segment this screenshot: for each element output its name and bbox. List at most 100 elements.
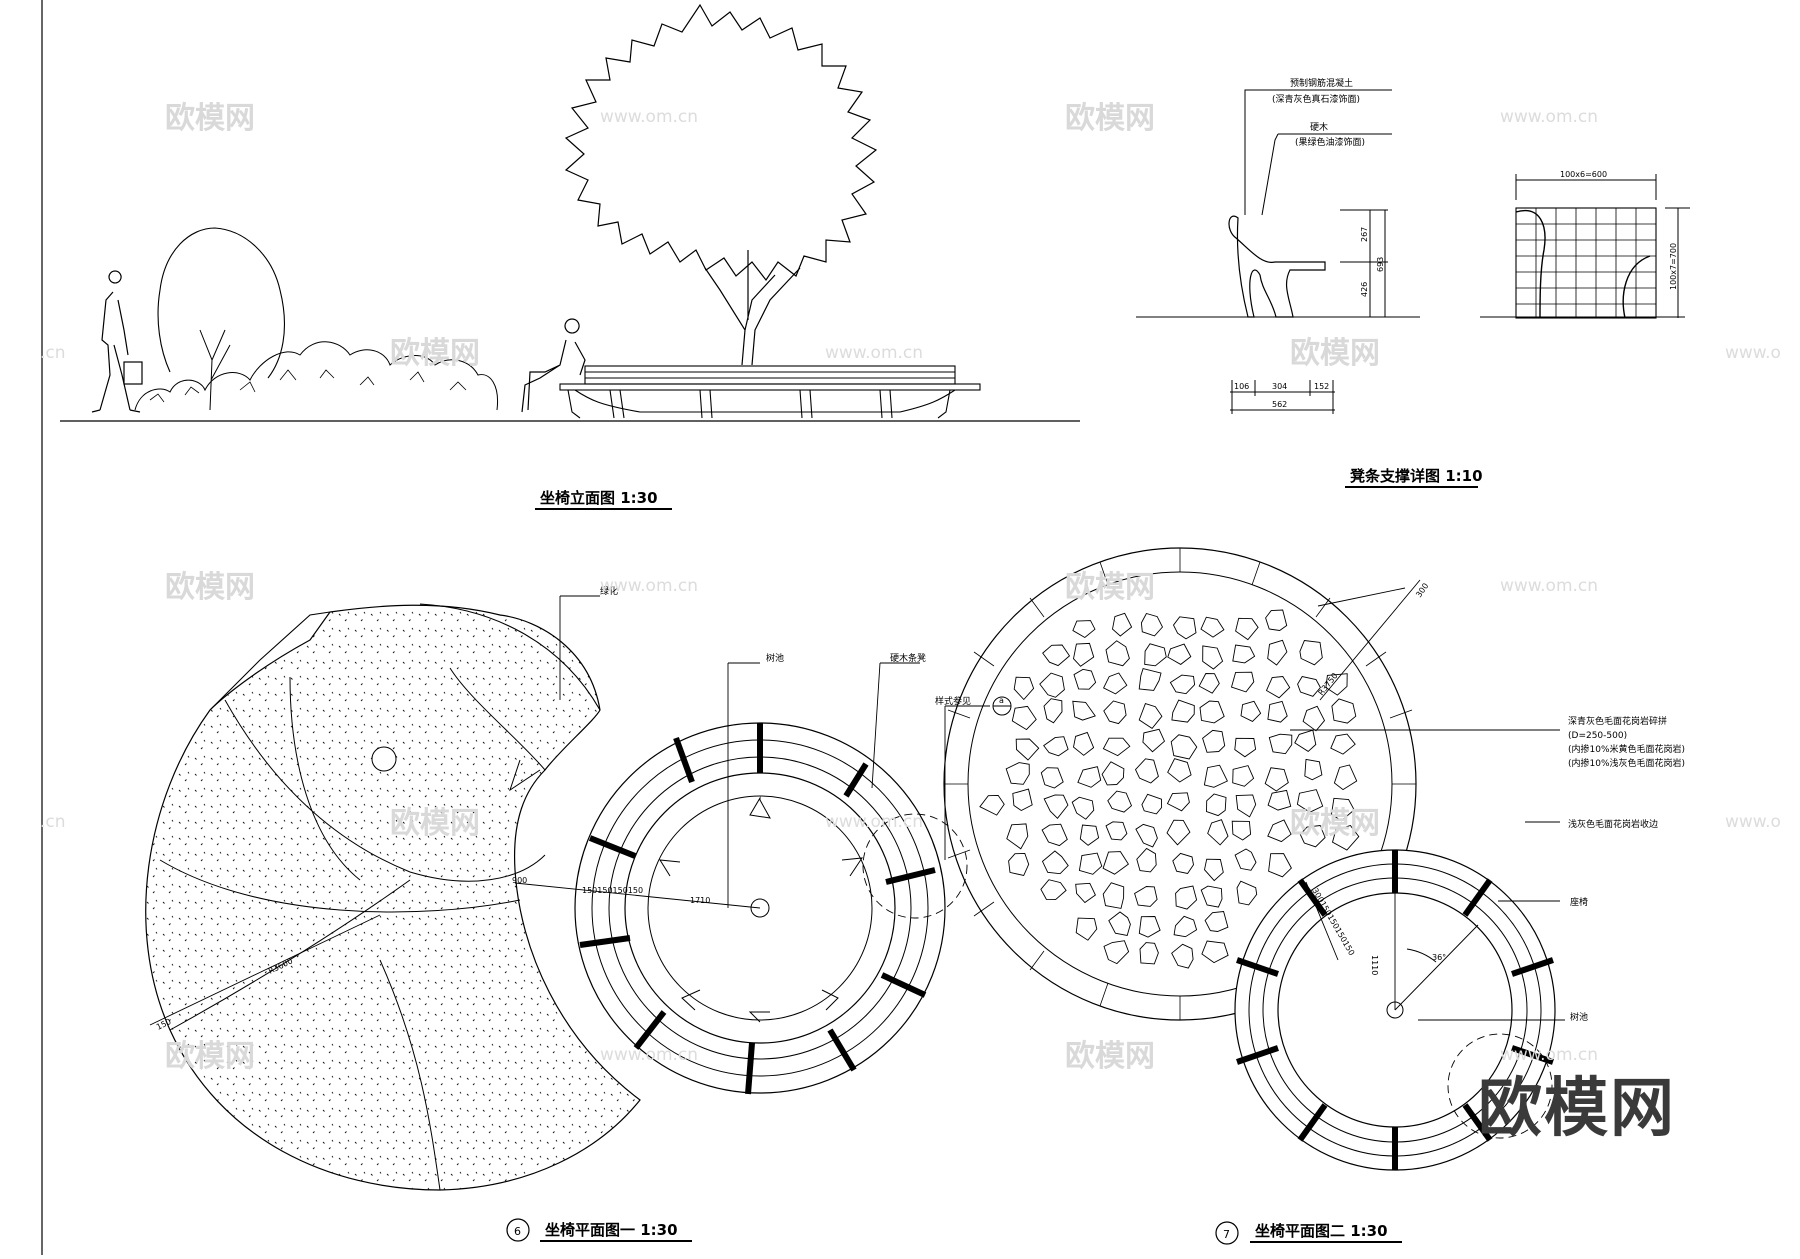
note-paving-mix1: (内掺10%米黄色毛面花岗岩) (1568, 743, 1685, 755)
paving-stone (1231, 820, 1252, 841)
edge-stones (944, 548, 1416, 1020)
paving-stone (979, 794, 1005, 816)
paving-stone (1075, 882, 1096, 904)
paving-stone (1139, 942, 1159, 965)
paving-stone (1331, 824, 1360, 851)
paving-stone (1101, 761, 1125, 786)
paving-stone (1039, 672, 1065, 698)
paving-stone (1172, 852, 1194, 875)
label-ref: 样式参见 (935, 695, 971, 707)
paving-stone (1043, 698, 1063, 724)
elevation-view (60, 3, 1080, 422)
paving-stone (1170, 734, 1198, 760)
paving-stone (1232, 644, 1256, 664)
tree-mark (371, 746, 397, 772)
paving-stone (1171, 943, 1194, 969)
paving-stone (1166, 792, 1190, 812)
paving-stone (1265, 609, 1288, 631)
dim-rings-one: 150150150150 (582, 886, 643, 895)
paving-stone (1299, 825, 1326, 848)
label-seat: 座椅 (1570, 896, 1588, 908)
paving-stone (1235, 617, 1259, 641)
plan-two-title: 坐椅平面图二 1:30 (1255, 1222, 1388, 1240)
label-pool-two: 树池 (1570, 1011, 1588, 1023)
planting-outer-boundary (209, 603, 601, 711)
bench-supports (579, 723, 936, 1095)
person-walking (91, 270, 141, 413)
paving-stone (1073, 668, 1097, 690)
paving-stone (1040, 879, 1067, 901)
paving-stone (1267, 639, 1288, 666)
paving-stone (1297, 675, 1321, 697)
dim-angle: 36° (1432, 953, 1446, 962)
paving-stone (1144, 643, 1167, 667)
paving-stone (1041, 823, 1068, 847)
paving-stone (1234, 737, 1257, 758)
paving-stone (1005, 762, 1030, 785)
dim-900: 900 (512, 876, 527, 885)
paving-stone (1202, 729, 1226, 753)
note-wood-finish: (果绿色油漆饰面) (1295, 136, 1365, 148)
paving-stone (1167, 643, 1192, 665)
dim-top-height: 267 (1360, 227, 1369, 242)
paving-stone (1134, 886, 1158, 907)
grid-top-dim: 100x6=600 (1560, 170, 1607, 179)
paving-stone (1265, 676, 1291, 699)
crazy-paving (979, 609, 1360, 969)
paving-stone (1267, 700, 1288, 723)
plan-two-number: 7 (1223, 1228, 1230, 1241)
paving-stone (1268, 853, 1292, 878)
paving-stone (1202, 645, 1224, 670)
wm-brand: 欧模网 (165, 101, 255, 136)
dim-c: 152 (1314, 382, 1329, 391)
note-wood: 硬木 (1310, 121, 1328, 133)
paving-stone (1013, 676, 1035, 701)
wm-brand: 欧模网 (1065, 1039, 1155, 1074)
paving-stone (1042, 644, 1071, 667)
paving-stone (1043, 794, 1069, 819)
elevation-title: 坐椅立面图 1:30 (540, 489, 658, 507)
wm-url: www.om.cn (600, 107, 698, 127)
wm-brand: 欧模网 (165, 1039, 255, 1074)
note-paving-d: (D=250-500) (1568, 731, 1627, 741)
paving-stone (1207, 819, 1229, 846)
briefcase (123, 361, 143, 385)
plan-two-bench (1234, 849, 1565, 1171)
note-edge: 浅灰色毛面花岗岩收边 (1568, 818, 1658, 830)
paving-stone (1073, 731, 1095, 756)
tree-canopy (564, 3, 878, 282)
paving-stone (1200, 885, 1223, 908)
wm-url: www.om.cn (600, 1045, 698, 1065)
wm-url-edge-right: www.o (1725, 812, 1781, 832)
paving-stone (1302, 705, 1326, 732)
wm-brand: 欧模网 (390, 806, 480, 841)
brand-logo-text: 欧模网 (1478, 1072, 1676, 1146)
paving-stone (1294, 729, 1317, 752)
wm-url: www.om.cn (1500, 107, 1598, 127)
wm-brand: 欧模网 (1290, 806, 1380, 841)
paving-stone (1199, 700, 1225, 724)
plan-one-title: 坐椅平面图一 1:30 (545, 1221, 678, 1239)
wm-brand: 欧模网 (1065, 570, 1155, 605)
paving-stone (1171, 699, 1195, 723)
paving-stone (1325, 673, 1348, 696)
paving-stone (1075, 917, 1098, 941)
paving-stone (1102, 737, 1131, 757)
paving-stone (1107, 790, 1133, 813)
plan-two-supports (1236, 850, 1554, 1170)
paving-stone (1071, 796, 1095, 820)
paving-stone (1105, 821, 1128, 841)
paving-stone (1012, 788, 1033, 812)
paving-stone (1267, 819, 1292, 843)
paving-stone (1073, 642, 1095, 667)
ref-mark: a (999, 696, 1004, 705)
bench-elevation (559, 365, 981, 419)
tree-trunk (704, 250, 801, 366)
small-tree-canopy (157, 227, 286, 379)
paving-stone (1264, 767, 1289, 792)
note-concrete-finish: (深青灰色真石漆饰面) (1272, 93, 1360, 105)
paving-stone (1268, 733, 1293, 755)
paving-stone (1102, 882, 1125, 909)
paving-stone (1296, 789, 1324, 813)
